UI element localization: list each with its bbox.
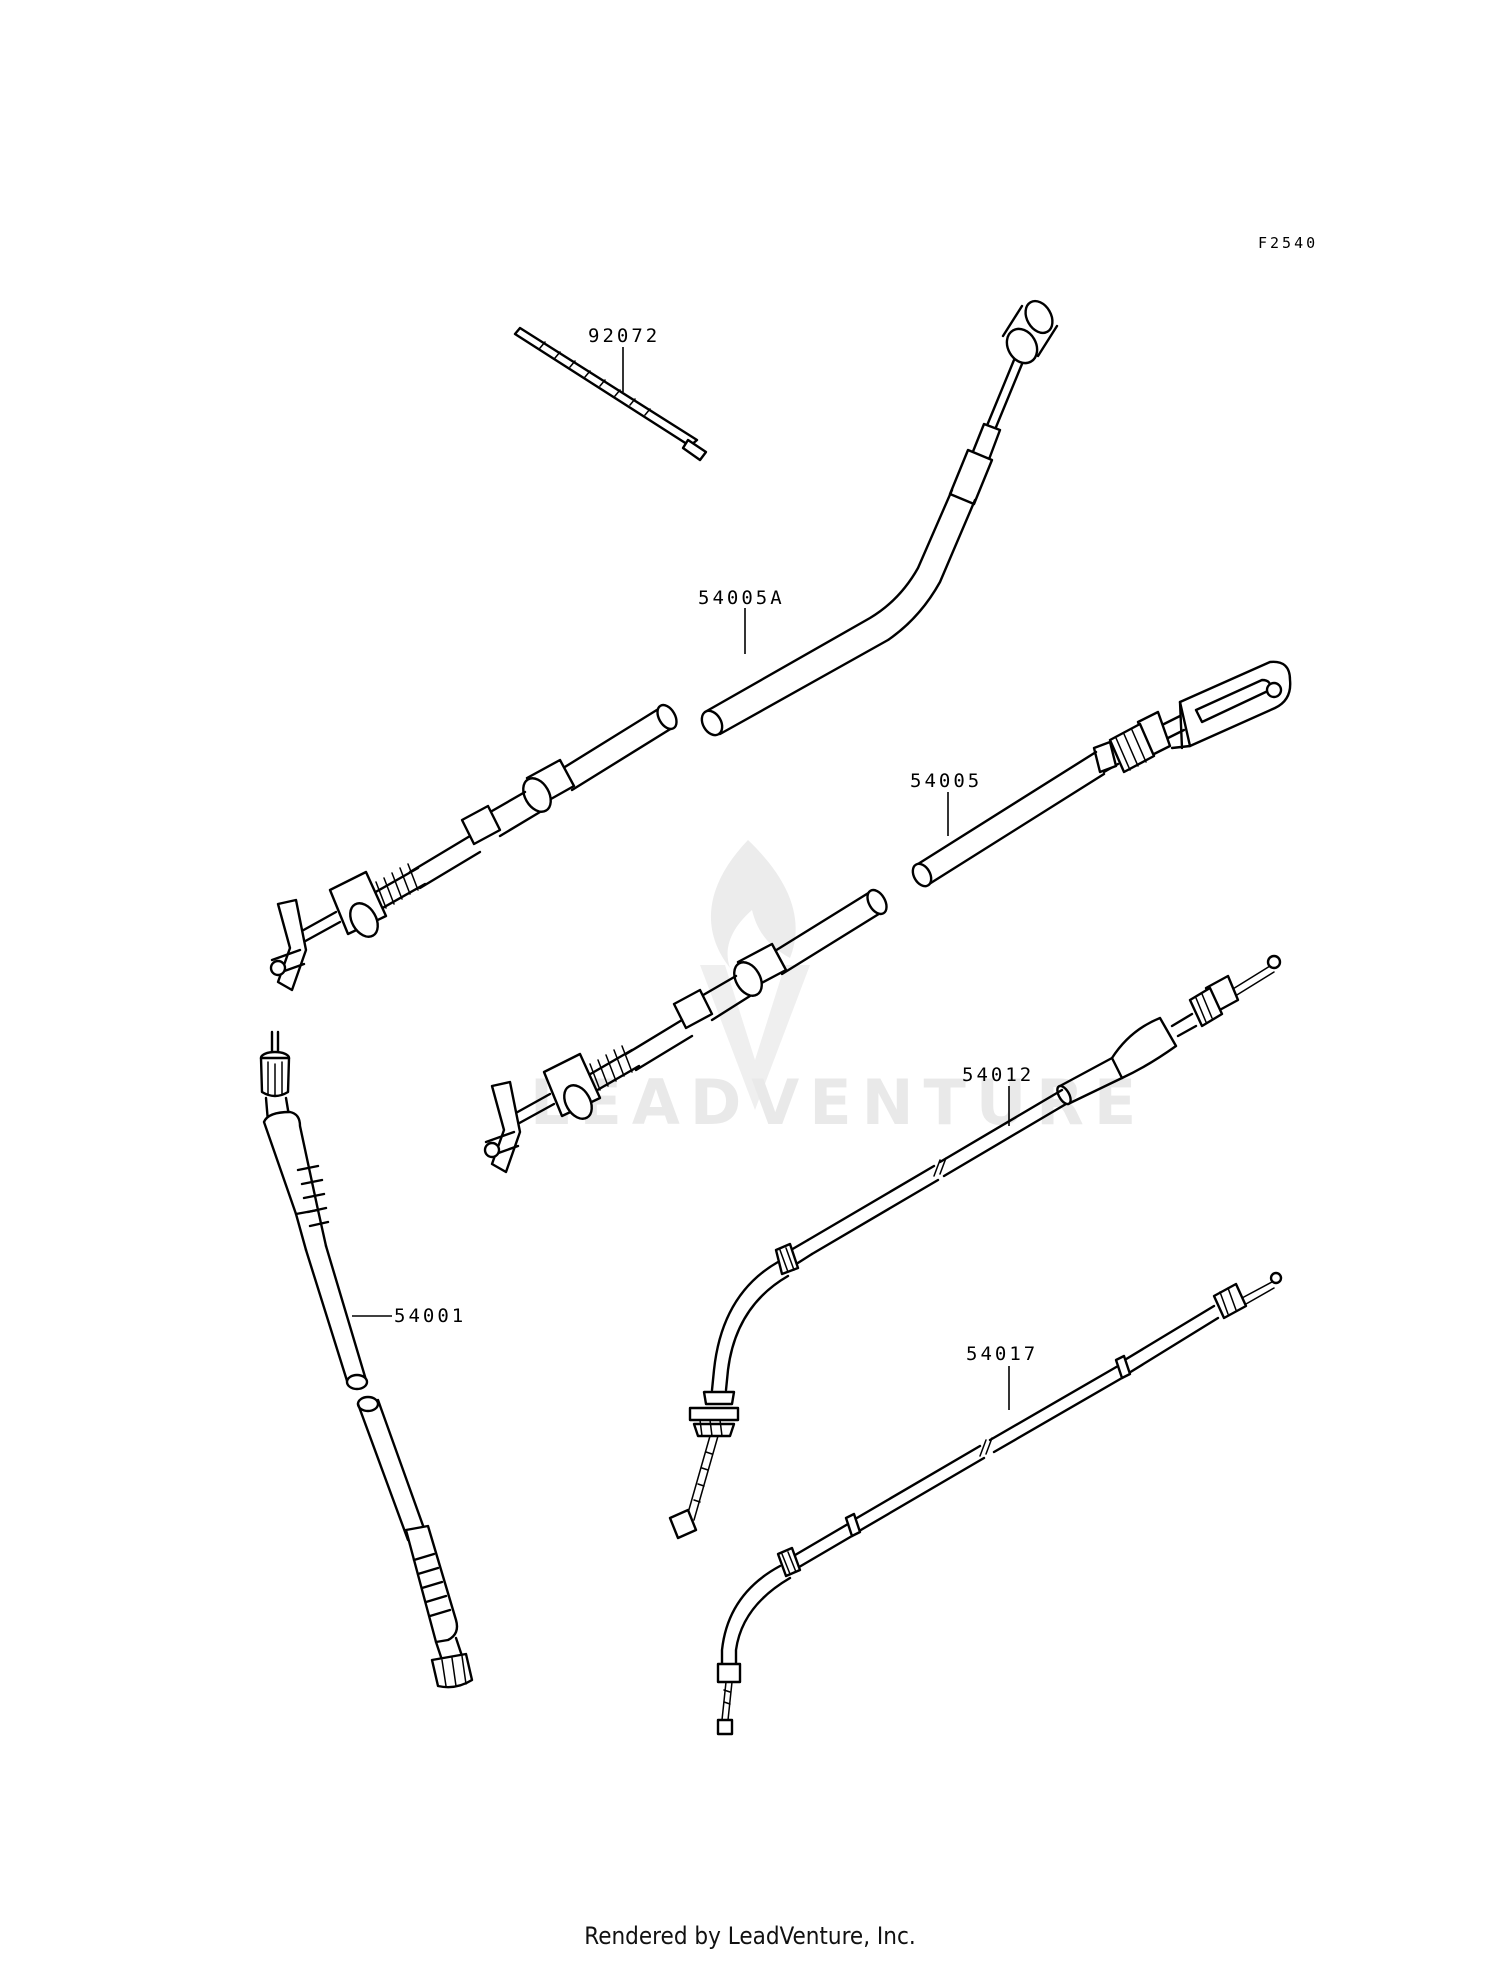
part-54012-cable[interactable]: 54012 xyxy=(668,954,1282,1540)
part-54001-cable[interactable]: 54001 xyxy=(259,1030,474,1689)
part-54005A-adjuster-end[interactable] xyxy=(269,702,680,992)
label-92072: 92072 xyxy=(588,325,660,347)
watermark-chevron-icon xyxy=(700,965,810,1110)
footer-credit: Rendered by LeadVenture, Inc. xyxy=(584,1922,915,1950)
label-54005: 54005 xyxy=(910,770,982,792)
label-54005A: 54005A xyxy=(698,587,785,609)
part-54005-adjuster-end[interactable] xyxy=(483,887,890,1174)
part-54005A-cable[interactable]: 54005A xyxy=(698,296,1059,738)
figure-code: F2540 xyxy=(1258,234,1318,252)
label-54001: 54001 xyxy=(394,1305,466,1327)
part-54005-cable[interactable]: 54005 xyxy=(909,660,1292,890)
part-92072-cable-tie[interactable]: 92072 xyxy=(513,325,708,462)
watermark-flame-icon xyxy=(710,840,796,968)
label-54017: 54017 xyxy=(966,1343,1038,1365)
part-54017-cable[interactable]: 54017 xyxy=(716,1271,1283,1736)
label-54012: 54012 xyxy=(962,1064,1034,1086)
watermark: LEADVENTURE xyxy=(530,840,1146,1139)
watermark-text: LEADVENTURE xyxy=(530,1066,1146,1139)
